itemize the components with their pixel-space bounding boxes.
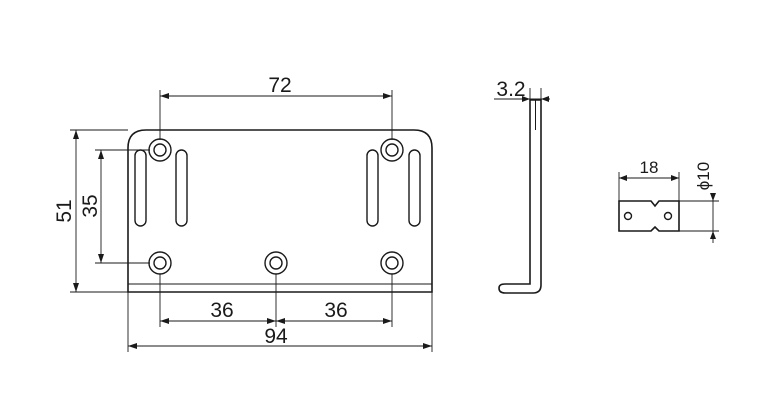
slot-right-outer — [408, 149, 421, 227]
dimension-label-top-width: 72 — [268, 74, 291, 97]
dimension-label-hole-spacing: 35 — [79, 194, 102, 217]
dimension-label-thickness: 3.2 — [496, 78, 525, 101]
hole-top-right — [380, 138, 404, 162]
dimension-left-height: 51 — [53, 129, 128, 293]
slot-left-inner — [175, 149, 188, 227]
dimension-pin-length: 18 — [618, 158, 680, 201]
side-view-profile — [498, 99, 542, 294]
hole-bottom-left — [148, 251, 172, 275]
dimension-pin-diameter: ϕ10 — [679, 162, 719, 243]
dimension-hole-spacing: 35 — [79, 149, 150, 264]
slot-right-inner — [366, 149, 379, 227]
hole-bottom-center — [264, 251, 288, 275]
dimension-thickness: 3.2 — [494, 78, 550, 102]
pin-view — [618, 200, 680, 232]
plate-front-view — [127, 129, 433, 293]
hole-bottom-right — [380, 251, 404, 275]
dimension-label-pin-length: 18 — [640, 158, 659, 177]
dimension-overall-width: 94 — [127, 292, 433, 352]
dimension-label-bottom-right: 36 — [324, 299, 347, 322]
hole-top-left — [148, 138, 172, 162]
dimension-label-bottom-left: 36 — [210, 299, 233, 322]
dimension-top-width: 72 — [159, 74, 393, 140]
dimension-label-pin-diameter: ϕ10 — [694, 162, 713, 190]
slot-left-outer — [134, 149, 147, 227]
dimension-bottom-spacing: 36 36 — [159, 274, 393, 327]
dimension-label-left-height: 51 — [53, 199, 76, 222]
dimension-label-overall-width: 94 — [264, 325, 288, 348]
